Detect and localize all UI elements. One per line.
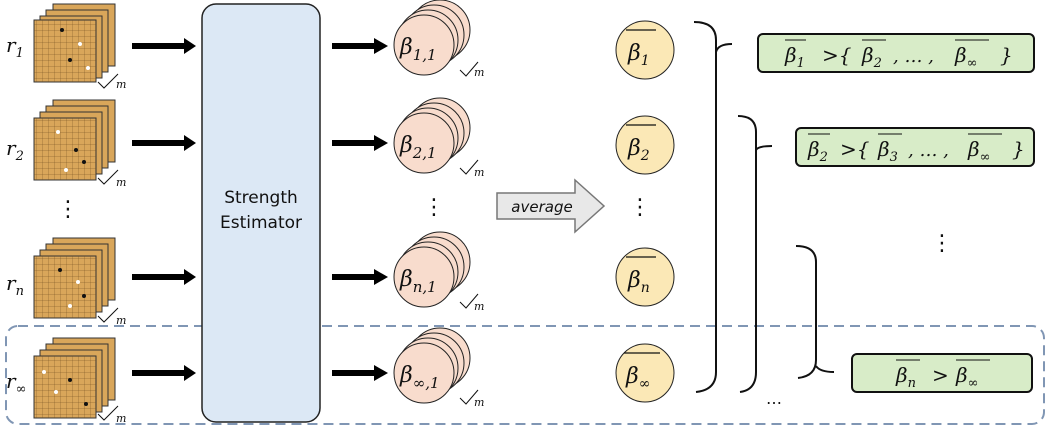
comparison-lhs: β1 xyxy=(784,43,805,71)
estimator-label-line2: Estimator xyxy=(220,213,302,233)
comparison-close: } xyxy=(1000,43,1013,67)
average-beta-node: β2 xyxy=(615,115,675,175)
stack-size-label: m xyxy=(474,166,484,179)
comparison-op: >{ xyxy=(822,43,852,67)
comparison-lhs: β2 xyxy=(807,137,828,165)
beta-stack: β1,1 m xyxy=(393,0,484,79)
brace-all xyxy=(693,21,733,393)
beta-label: β∞,1 xyxy=(399,363,440,392)
comparison-rhs: β∞ xyxy=(955,363,978,391)
average-beta-label: β∞ xyxy=(625,364,650,392)
comparison-close: } xyxy=(1012,137,1025,161)
comparison-box-2: β2 >{ β3 , … , β∞ } xyxy=(795,127,1035,167)
rank-label: r2 xyxy=(6,136,24,164)
brace-from-2 xyxy=(737,115,773,393)
ellipsis-comparisons: ⋮ xyxy=(931,231,953,256)
highlight-infinity-row xyxy=(5,325,1045,425)
stack-size-label: m xyxy=(116,314,126,327)
board-stack-icon: m xyxy=(33,3,126,91)
stack-size-label: m xyxy=(474,396,484,409)
comparison-box-1: β1 >{ β2 , … , β∞ } xyxy=(757,33,1035,73)
beta-stack: β∞,1 m xyxy=(393,327,484,409)
comparison-rhs-first: β2 xyxy=(861,43,882,71)
stack-size-label: m xyxy=(116,176,126,189)
rank-row-1: r1 m β1,1 m β1 xyxy=(6,0,675,91)
rank-label: r1 xyxy=(6,33,24,61)
beta-label: β1,1 xyxy=(399,35,437,64)
average-arrow: average xyxy=(496,178,606,234)
rank-label: rn xyxy=(6,271,24,299)
comparison-op: > xyxy=(932,363,949,387)
comparison-lhs: βn xyxy=(895,363,916,391)
brace-from-n xyxy=(795,245,835,379)
average-beta-node: βn xyxy=(615,247,675,307)
stack-size-label: m xyxy=(474,300,484,313)
average-beta-label: β1 xyxy=(627,41,650,69)
comparison-rhs-last: β∞ xyxy=(967,137,990,165)
average-beta-label: βn xyxy=(627,268,650,296)
beta-label: βn,1 xyxy=(399,267,437,296)
board-stack-icon: m xyxy=(33,237,126,327)
rank-label: r∞ xyxy=(6,369,26,397)
comparison-sep: , … , xyxy=(893,46,934,67)
beta-label: β2,1 xyxy=(399,133,437,162)
average-beta-label: β2 xyxy=(627,136,650,164)
strength-estimator: Strength Estimator xyxy=(201,3,321,423)
board-stack-icon: m xyxy=(33,99,126,189)
beta-stack: βn,1 m xyxy=(393,231,484,313)
stack-size-label: m xyxy=(474,66,484,79)
comparison-rhs-last: β∞ xyxy=(954,43,977,71)
board-stack-icon: m xyxy=(33,337,126,425)
rank-row-2: r2 m β2,1 m β2 xyxy=(6,97,675,189)
ellipsis-betas: ⋮ xyxy=(423,195,445,220)
ellipsis-brace: … xyxy=(766,389,782,408)
ellipsis-averages: ⋮ xyxy=(629,195,651,220)
rank-row-infinity: r∞ m β∞,1 m β∞ xyxy=(6,327,675,425)
ellipsis-ranks: ⋮ xyxy=(57,197,79,222)
stack-size-label: m xyxy=(116,78,126,91)
average-label: average xyxy=(511,198,572,216)
estimator-label-line1: Strength xyxy=(224,188,298,208)
comparison-rhs-first: β3 xyxy=(877,137,898,165)
beta-stack: β2,1 m xyxy=(393,97,484,179)
comparison-op: >{ xyxy=(840,137,870,161)
average-beta-node: β1 xyxy=(615,20,675,80)
rank-row-n: rn m βn,1 m βn xyxy=(6,231,675,327)
average-beta-node: β∞ xyxy=(615,343,675,403)
comparison-box-n: βn > β∞ xyxy=(851,353,1033,393)
stack-size-label: m xyxy=(116,412,126,425)
comparison-sep: , … , xyxy=(908,140,949,161)
